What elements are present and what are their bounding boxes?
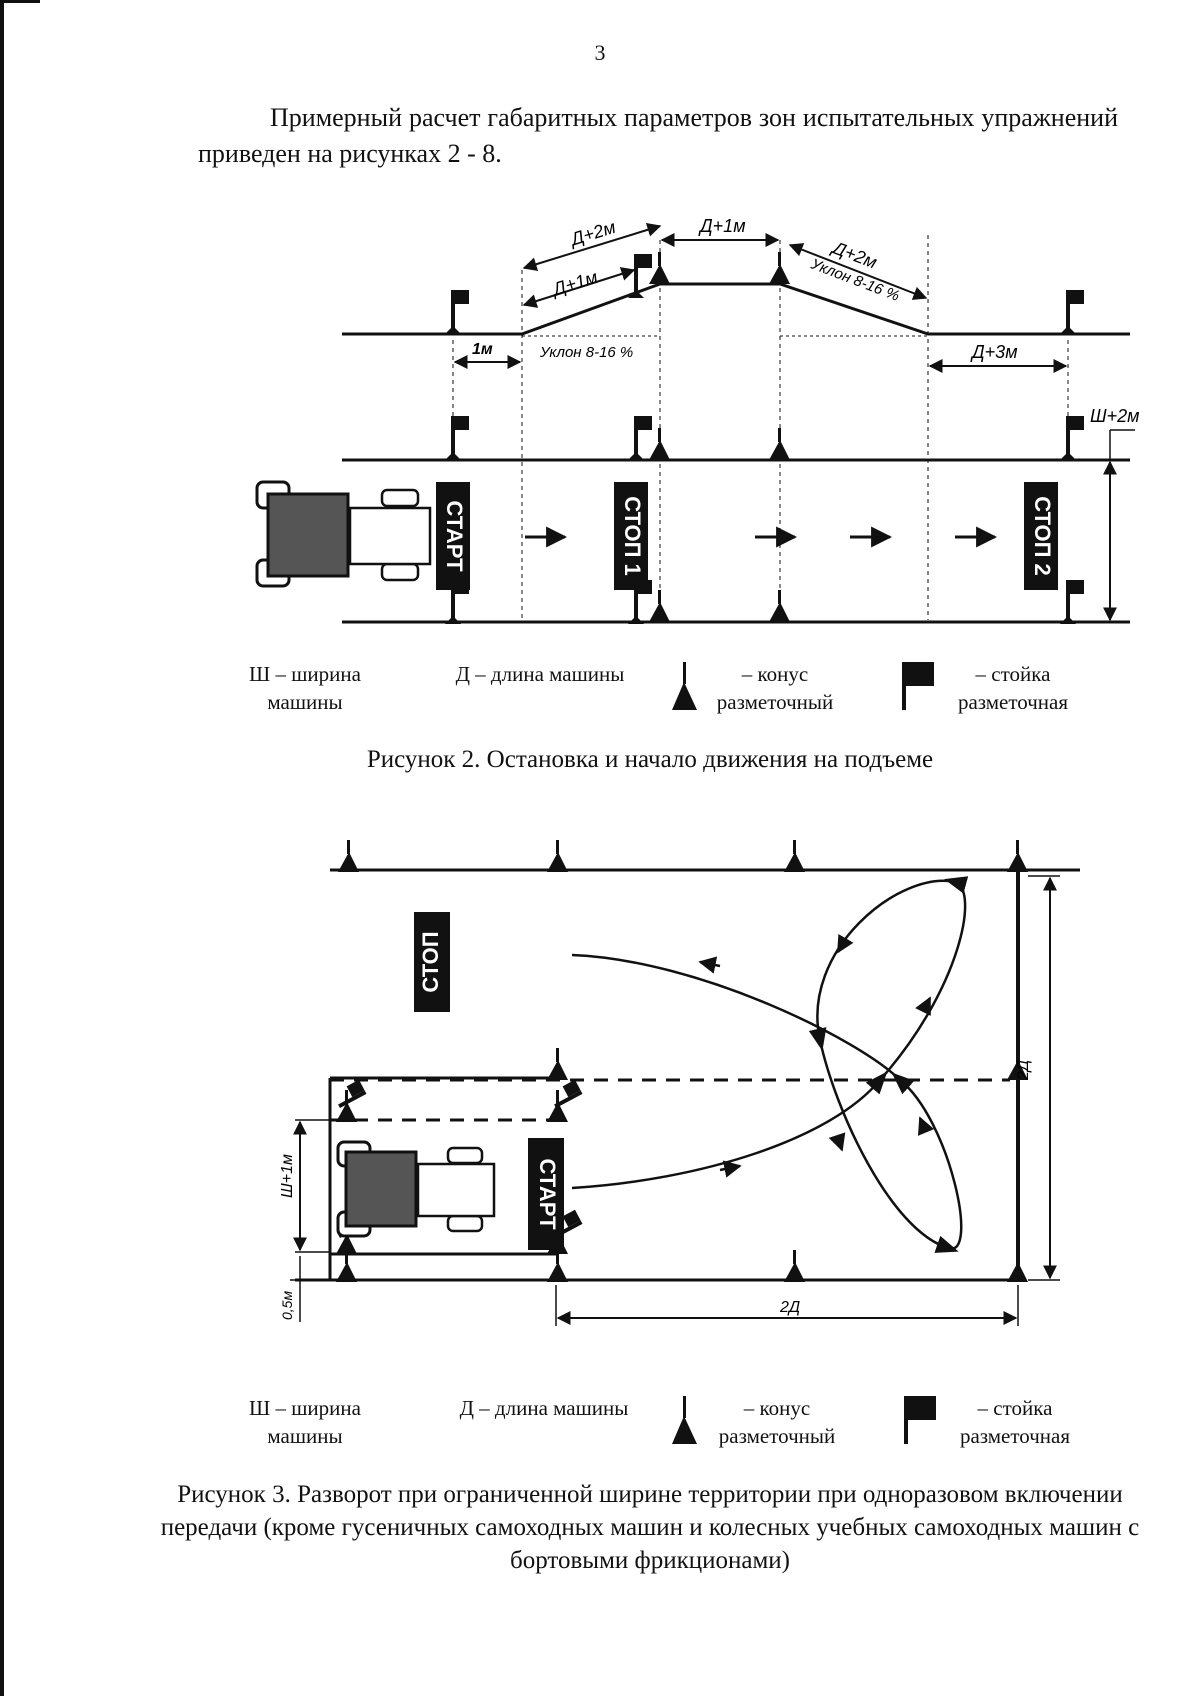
svg-text:СТАРТ: СТАРТ <box>535 1158 560 1230</box>
svg-text:СТАРТ: СТАРТ <box>442 500 467 572</box>
figure3-caption: Рисунок 3. Разворот при ограниченной шир… <box>160 1481 1140 1574</box>
legend2-cone-icon <box>672 662 697 710</box>
svg-text:СТОП 1: СТОП 1 <box>620 496 645 576</box>
dimension-arrows <box>453 223 1068 373</box>
label-one-m: 1м <box>472 341 493 358</box>
label-2d-vertical: 2Д <box>1015 1060 1032 1081</box>
figure3-diagram: СТОП СТАРТ 2Д 2Д Ш+1м 0,5м <box>279 840 1080 1326</box>
plan-post-stop1-top <box>628 416 652 460</box>
label-d-plus-1m-top: Д+1м <box>698 216 746 236</box>
cone-top-3 <box>784 840 805 872</box>
legend3-length: Д – длина машины <box>459 1396 629 1420</box>
label-slope-left: Уклон 8-16 % <box>539 344 633 361</box>
cone-top-2 <box>547 840 568 872</box>
label-w-plus-1m: Ш+1м <box>279 1154 296 1198</box>
plan-cone-top-2 <box>769 428 790 460</box>
legend2-cone: – конус разметочный <box>716 662 834 714</box>
cone-top-4 <box>1007 840 1028 872</box>
guide-lines <box>452 235 1069 620</box>
profile-cone-1 <box>649 252 670 284</box>
label-w-plus-2m: Ш+2м <box>1090 406 1139 426</box>
svg-text:СТОП: СТОП <box>418 931 443 992</box>
label-half-m: 0,5м <box>279 1291 295 1320</box>
label-d-plus-3m: Д+3м <box>970 342 1018 362</box>
sign-start-fig3: СТАРТ <box>528 1138 564 1250</box>
cone-mid-1 <box>547 1048 568 1080</box>
legend3-width: Ш – ширина машины <box>249 1396 361 1448</box>
sign-stop-fig3: СТОП <box>414 912 450 1012</box>
figure2-diagram: Д+2м Д+1м Д+1м Д+2м Уклон 8-16 % 1м Укло… <box>255 216 1139 624</box>
figure2-caption: Рисунок 2. Остановка и начало движения н… <box>366 746 934 773</box>
svg-text:СТОП 2: СТОП 2 <box>1030 496 1055 576</box>
profile-post-start <box>445 290 469 334</box>
label-d-plus-2m-left: Д+2м <box>567 217 618 250</box>
sign-stop1: СТОП 1 <box>614 482 648 590</box>
legend2-length: Д – длина машины <box>455 662 625 686</box>
sign-start: СТАРТ <box>436 482 470 590</box>
scan-edge-bar <box>0 0 4 1696</box>
plan-post-stop2-bottom <box>1060 580 1084 624</box>
legend2-post: – стойка разметочная <box>957 662 1069 714</box>
label-d-plus-1m-left: Д+1м <box>549 267 600 300</box>
legend2-width: Ш – ширина машины <box>249 662 361 714</box>
cone-top-1 <box>338 840 359 872</box>
plan-post-stop2-top <box>1060 416 1084 460</box>
legend3-post-icon <box>904 1396 936 1444</box>
plan-cone-bottom-2 <box>769 590 790 622</box>
cone-bottom-4 <box>1007 1250 1028 1282</box>
plan-cone-bottom-1 <box>649 590 670 622</box>
plan-post-start-top <box>445 416 469 460</box>
label-2d-horizontal: 2Д <box>779 1299 800 1316</box>
plan-cone-top-1 <box>649 428 670 460</box>
legend3-post: – стойка разметочная <box>959 1396 1071 1448</box>
profile-cone-2 <box>769 252 790 284</box>
plan-lanes <box>342 429 1135 624</box>
slope-profile <box>342 282 1130 337</box>
tractor-icon-fig3 <box>336 1140 496 1238</box>
intro-text: Примерный расчет габаритных параметров з… <box>198 103 1118 168</box>
cone-bottom-3 <box>784 1250 805 1282</box>
scan-edge-tick <box>0 0 40 3</box>
legend3-cone: – конус разметочный <box>718 1396 836 1448</box>
turn-path <box>571 876 969 1253</box>
sign-stop2: СТОП 2 <box>1024 482 1058 590</box>
page-number: 3 <box>594 40 606 65</box>
profile-post-stop2 <box>1060 290 1084 334</box>
legend3-cone-icon <box>672 1396 697 1444</box>
legend2-post-icon <box>902 662 934 710</box>
tractor-icon <box>255 480 432 588</box>
intro-paragraph: Примерный расчет габаритных параметров з… <box>198 100 1118 172</box>
corridor <box>290 1076 1010 1322</box>
turn-area-boundary <box>295 868 1080 1326</box>
